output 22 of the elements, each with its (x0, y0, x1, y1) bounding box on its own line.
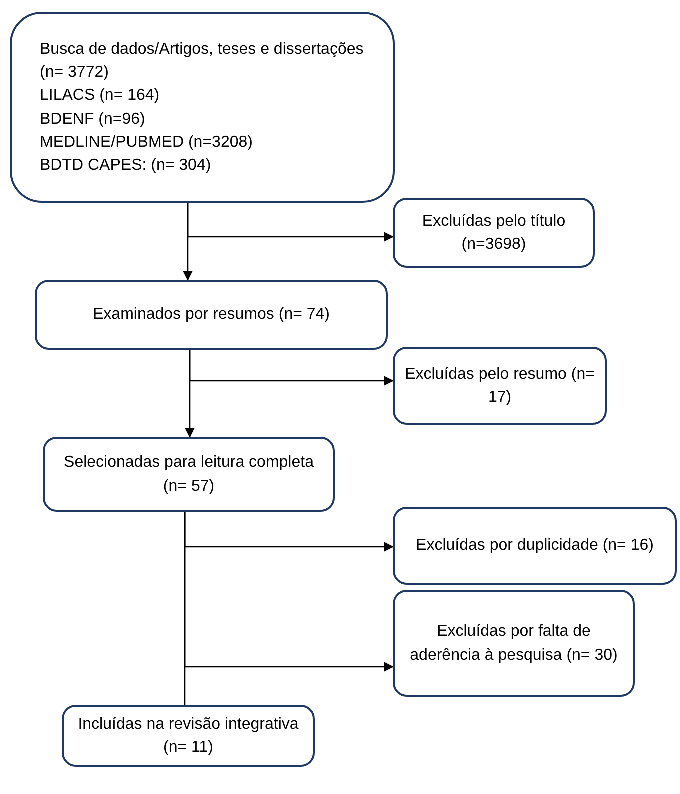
box-text: Examinados por resumos (n= 74) (93, 305, 330, 326)
process-box (43, 437, 335, 512)
box-text: Excluídas por falta de aderência à pesquisa (n= 30) (409, 622, 619, 666)
box-text: Busca de dados/Artigos, teses e dissertações (n= 3772) (40, 40, 365, 84)
box-text: Selecionadas para leitura completa (n= 57) (63, 453, 315, 496)
box-text: Excluídas pelo título (n=3698) (421, 212, 567, 255)
box-text: MEDLINE/PUBMED (n=3208) (40, 132, 253, 153)
box-text: Excluídas por duplicidade (n= 16) (416, 536, 654, 556)
process-box (35, 280, 388, 350)
box-text: Incluídas na revisão integrativa (n= 11) (77, 714, 300, 758)
process-box (393, 198, 595, 268)
box-text: LILACS (n= 164) (40, 86, 160, 106)
box-text: Excluídas pelo resumo (n= 17) (405, 364, 595, 408)
arrow (185, 350, 195, 438)
process-box (393, 590, 635, 697)
box-text: BDENF (n=96) (40, 110, 146, 130)
process-box (393, 347, 607, 425)
process-box (10, 12, 395, 203)
box-text: BDTD CAPES: (n= 304) (40, 156, 212, 176)
arrow (183, 203, 193, 281)
process-box (62, 705, 315, 767)
process-box (393, 507, 677, 585)
